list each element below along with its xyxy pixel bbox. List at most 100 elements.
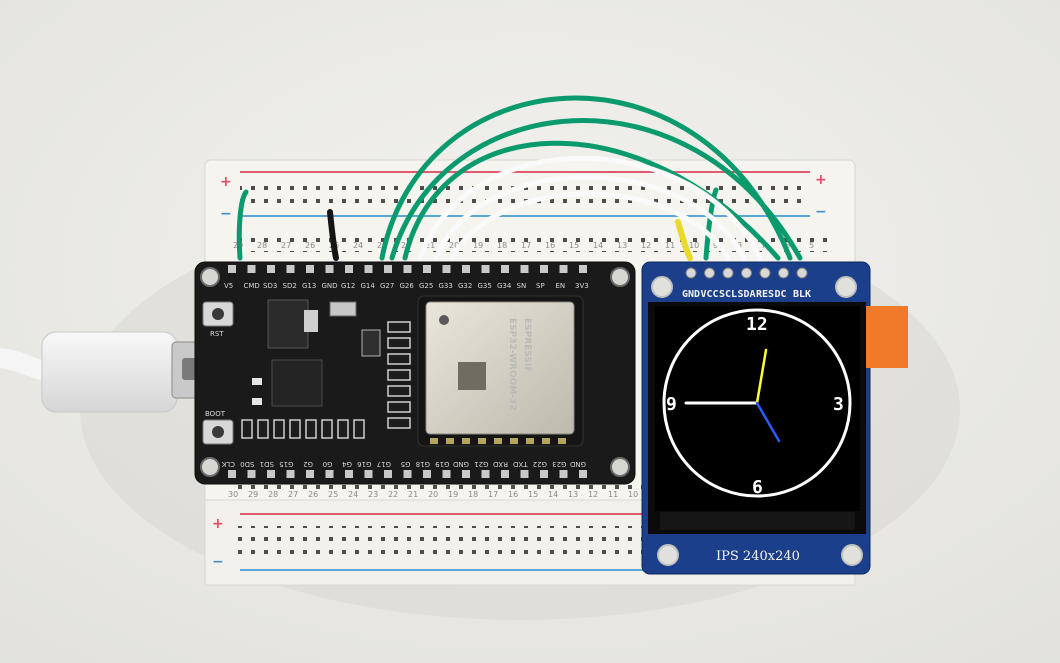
wire-green-2 — [389, 118, 803, 261]
pin-label: CLK — [221, 460, 235, 468]
usb-plug-body — [41, 331, 178, 413]
pin-label: G35 — [478, 282, 492, 290]
pin-label: G21 — [474, 460, 488, 468]
row-number: 16 — [508, 490, 518, 499]
pin-label: RXD — [493, 460, 508, 468]
smd-component — [387, 417, 411, 429]
capacitor-1 — [329, 301, 357, 317]
rail-minus-bottom: − — [212, 554, 224, 570]
smd-component — [387, 337, 411, 349]
pin-label: GND — [570, 460, 586, 468]
row-number: 11 — [665, 241, 675, 250]
wire-yellow — [675, 219, 693, 261]
mount-hole-tr — [610, 267, 630, 287]
row-number: 26 — [305, 241, 315, 250]
row-number: 28 — [268, 490, 278, 499]
header-pad — [423, 265, 431, 273]
display-hole-bl — [657, 544, 679, 566]
module-model-text: ESP32-WROOM-32 — [507, 318, 517, 410]
row-number: 11 — [608, 490, 618, 499]
display-pin-label: DC — [775, 289, 787, 300]
pin-label: CMD — [244, 282, 260, 290]
pin-label: TXD — [513, 460, 528, 468]
pin-label: SD2 — [283, 282, 297, 290]
header-pad — [364, 470, 373, 478]
clock-minute-hand — [755, 348, 768, 405]
rst-label: RST — [210, 330, 224, 338]
display-pin-label: BLK — [793, 289, 811, 300]
module-pad — [558, 438, 566, 444]
wire-black — [327, 209, 339, 261]
row-number: 17 — [521, 241, 531, 250]
smd-resistor — [273, 419, 285, 439]
module-pad — [526, 438, 534, 444]
row-number: 27 — [288, 490, 298, 499]
module-brand-text: ESPRESSIF — [522, 318, 532, 372]
rail-minus-left: − — [220, 206, 232, 222]
row-number: 5 — [809, 241, 814, 250]
pin-label: G22 — [533, 460, 547, 468]
jumper-wires — [236, 95, 803, 261]
display-pin-label: SDA — [738, 289, 756, 300]
rail-plus-right: + — [815, 172, 827, 188]
display-hole-br — [841, 544, 863, 566]
header-pad — [520, 265, 529, 273]
header-pad — [559, 265, 568, 273]
pin-label: G18 — [416, 460, 430, 468]
row-number: 24 — [348, 490, 358, 499]
row-number: 28 — [257, 241, 267, 250]
rail-holes-bottom — [238, 526, 650, 560]
pin-label: GND — [322, 282, 338, 290]
pin-label: G15 — [279, 460, 293, 468]
pin-label: G16 — [357, 460, 372, 468]
header-pad — [540, 470, 548, 478]
header-pad — [345, 265, 353, 273]
pin-label: SD0 — [240, 460, 254, 468]
rst-button-cap[interactable] — [212, 308, 224, 320]
module-castellated-pads — [430, 438, 566, 444]
display-hole-tl — [651, 276, 673, 298]
row-number: 10 — [689, 241, 699, 250]
display-header-pad — [685, 267, 697, 279]
header-pad — [306, 265, 314, 273]
row-number: 30 — [228, 490, 238, 499]
clock-numeral-6: 6 — [752, 477, 763, 498]
display-pin-label: RES — [756, 289, 774, 300]
mount-hole-br — [610, 457, 630, 477]
header-pad — [384, 265, 392, 273]
display-header-pad — [759, 267, 771, 279]
led-user — [252, 398, 262, 405]
pin-label: V5 — [224, 282, 233, 290]
pin-label: G13 — [302, 282, 316, 290]
module-pad — [462, 438, 470, 444]
pin-label: G2 — [303, 460, 313, 468]
pin-label: G17 — [377, 460, 391, 468]
pin-label: G33 — [439, 282, 453, 290]
boot-button-cap[interactable] — [212, 426, 224, 438]
module-pad — [494, 438, 502, 444]
pin-label: G14 — [361, 282, 376, 290]
smd-component — [387, 385, 411, 397]
header-pad — [228, 470, 236, 478]
row-number: 9 — [713, 241, 718, 250]
module-qr-code — [458, 362, 486, 390]
header-pad — [306, 470, 314, 478]
smd-resistor — [305, 419, 317, 439]
row-number: 17 — [488, 490, 498, 499]
display-pin-label: VCC — [701, 289, 719, 300]
pin-label: SD3 — [263, 282, 277, 290]
module-pad — [510, 438, 518, 444]
header-pad — [520, 470, 529, 478]
header-pad — [559, 470, 568, 478]
header-pad — [286, 470, 295, 478]
smd-component — [387, 321, 411, 333]
row-number: 21 — [408, 490, 418, 499]
row-number: 29 — [248, 490, 258, 499]
display-header-pad — [722, 267, 734, 279]
mount-hole-bl — [200, 457, 220, 477]
header-pad — [501, 265, 509, 273]
clock-numeral-3: 3 — [833, 394, 844, 415]
